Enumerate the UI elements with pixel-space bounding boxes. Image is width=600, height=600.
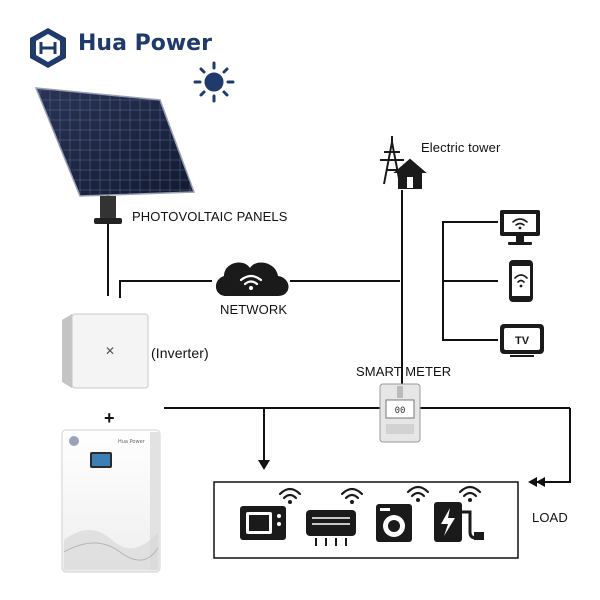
smart-meter-icon: 00 xyxy=(379,383,421,443)
air-conditioner-icon xyxy=(306,510,356,546)
battery-storage: Hua Power xyxy=(61,429,161,573)
microwave-icon xyxy=(240,506,286,540)
arrow-down-icon xyxy=(258,460,270,470)
inverter-label: (Inverter) xyxy=(151,345,209,361)
wifi-signal-icon xyxy=(458,485,482,498)
meter-display: 00 xyxy=(395,406,406,416)
washing-machine-icon xyxy=(376,504,412,542)
arrow-left-icon xyxy=(528,477,545,487)
ev-charger-icon xyxy=(434,502,484,542)
load-label: LOAD xyxy=(532,510,568,525)
network-label: NETWORK xyxy=(220,302,288,317)
photovoltaic-panel xyxy=(34,87,196,224)
plus-sign: + xyxy=(104,408,115,428)
brand-name: Hua Power xyxy=(78,31,212,56)
electric-tower-icon xyxy=(380,136,427,189)
wifi-signal-icon xyxy=(278,487,302,500)
wiring xyxy=(107,190,571,483)
sun-icon xyxy=(193,61,235,103)
svg-text:✕: ✕ xyxy=(105,344,115,358)
inverter: ✕ xyxy=(62,313,149,389)
tv-label: TV xyxy=(515,335,530,347)
electric-tower-label: Electric tower xyxy=(421,140,501,155)
pv-panels-label: PHOTOVOLTAIC PANELS xyxy=(132,209,288,224)
battery-brand-label: Hua Power xyxy=(118,439,146,445)
smartphone-icon xyxy=(509,260,533,302)
smart-meter-label: SMART METER xyxy=(356,364,452,379)
network-cloud-icon xyxy=(215,262,289,296)
brand-logo-icon xyxy=(30,28,66,68)
wifi-signal-icon xyxy=(406,485,430,498)
tv-icon: TV xyxy=(500,324,544,357)
monitor-icon xyxy=(500,210,540,245)
wifi-signal-icon xyxy=(340,487,364,500)
